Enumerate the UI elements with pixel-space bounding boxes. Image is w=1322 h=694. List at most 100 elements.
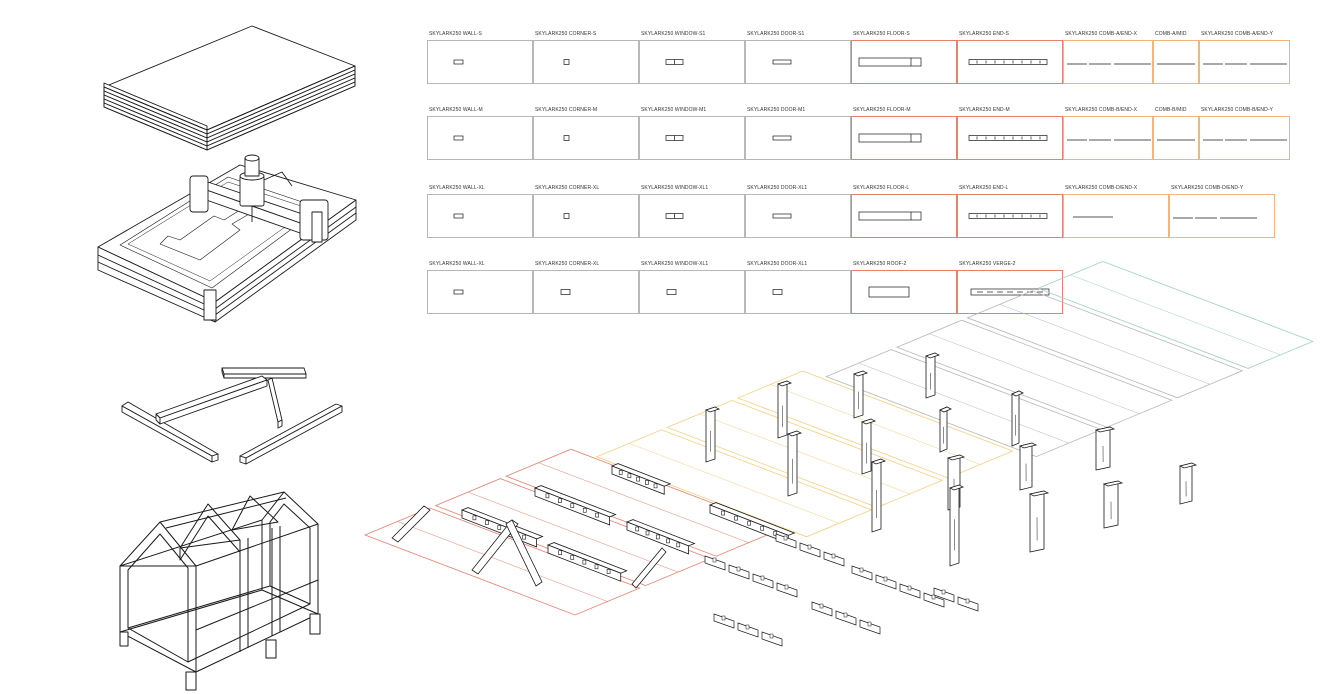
comb-part (835, 610, 857, 626)
comb-notch (941, 589, 946, 595)
catalog-cell (639, 116, 745, 160)
catalog-cell (1063, 194, 1169, 238)
comb-part (957, 596, 979, 612)
part-floor-icon (858, 211, 922, 221)
post-part (1029, 490, 1045, 553)
catalog-cell-label: SKYLARK250 WINDOW-M1 (641, 107, 707, 113)
catalog-cell (745, 194, 851, 238)
beam-notch (618, 470, 623, 475)
beam-part (460, 507, 544, 540)
comb-notch (843, 612, 848, 618)
catalog-cell (957, 270, 1063, 314)
post-part (1103, 480, 1119, 529)
catalog-cell (427, 40, 533, 84)
catalog-cell-label: SKYLARK250 FLOOR-S (853, 31, 910, 37)
beam-notch (747, 520, 751, 526)
catalog-cell-label: SKYLARK250 COMB-B/END-X (1065, 107, 1138, 113)
catalog-cell-label: SKYLARK250 WALL-M (429, 107, 483, 113)
comb-part (728, 564, 750, 580)
post-part (776, 380, 793, 387)
beam-notch (676, 542, 681, 548)
part-panel-small-icon (453, 135, 464, 141)
comb-notch (721, 615, 726, 621)
part-comb-icon (1203, 139, 1287, 141)
layout-strip-divider (467, 491, 679, 573)
illustration-column (97, 25, 357, 691)
layout-strip (505, 448, 782, 557)
beam-notch (570, 555, 575, 560)
beam-notch (645, 530, 650, 536)
comb-part (923, 592, 945, 608)
catalog-cell (851, 194, 957, 238)
post-part (870, 458, 887, 465)
layout-strip-divider (699, 413, 910, 495)
beam-part (708, 502, 796, 536)
comb-notch (784, 584, 789, 590)
comb-part (775, 533, 797, 549)
beam-notch (666, 538, 670, 544)
catalog-cell (957, 116, 1063, 160)
comb-notch (859, 567, 864, 573)
part-bar-small-icon (666, 289, 677, 295)
catalog-cell-label: SKYLARK250 COMB-B/END-Y (1201, 107, 1274, 113)
catalog-cell (1063, 40, 1153, 84)
catalog-cell (639, 40, 745, 84)
part-panel-small-icon (453, 59, 464, 65)
comb-notch (819, 603, 824, 609)
post-part (852, 370, 869, 377)
catalog-cell-label: SKYLARK250 DOOR-XL1 (747, 185, 808, 191)
post-part (1095, 426, 1111, 471)
catalog-cell-label: SKYLARK250 WALL-XL (429, 185, 485, 191)
comb-part (899, 583, 921, 599)
catalog-cell (1199, 116, 1290, 160)
beam-notch (582, 507, 587, 513)
part-bar-small-icon (560, 289, 571, 295)
beam-part (533, 485, 617, 518)
comb-part (713, 613, 735, 629)
part-block-icon (563, 59, 570, 65)
catalog-cell-label: SKYLARK250 WINDOW-S1 (641, 31, 706, 37)
comb-notch (867, 621, 872, 627)
catalog-cell-label: COMB-B/MID (1155, 107, 1187, 113)
catalog-cell-label: SKYLARK250 CORNER-XL (535, 261, 600, 267)
part-double-icon (665, 59, 684, 65)
beam-notch (558, 550, 562, 556)
catalog-cell (1063, 116, 1153, 160)
comb-part (859, 619, 881, 635)
catalog-cell-label: SKYLARK250 COMB-D/END-Y (1171, 185, 1244, 191)
comb-notch (883, 576, 888, 582)
post-part (1019, 442, 1033, 491)
beam-notch (606, 569, 611, 574)
beam-notch (485, 520, 489, 525)
rafter-part (631, 547, 667, 589)
comb-part (933, 587, 955, 603)
post-part (704, 406, 721, 413)
layout-strip-divider (538, 462, 749, 543)
catalog-cell (957, 40, 1063, 84)
beam-part (534, 487, 610, 526)
rafter-part (505, 519, 543, 587)
comb-notch (907, 585, 912, 591)
post-part (948, 484, 965, 491)
catalog-cell-label: SKYLARK250 COMB-A/END-X (1065, 31, 1138, 37)
beam-notch (509, 529, 514, 535)
cnc-router-icon (97, 154, 357, 323)
beam-notch (582, 559, 587, 565)
part-comb-icon (1067, 63, 1151, 65)
beam-notch (472, 515, 477, 521)
part-floor-icon (858, 133, 922, 143)
layout-strip-divider (628, 443, 840, 524)
comb-part (875, 574, 897, 590)
catalog-cell (851, 116, 957, 160)
post-part (1028, 490, 1050, 497)
catalog-cell (427, 194, 533, 238)
part-roof-icon (868, 286, 910, 298)
beam-part (547, 544, 622, 582)
post-part (1179, 462, 1193, 505)
catalog-cell-label: SKYLARK250 VERGE-2 (959, 261, 1016, 267)
part-double-icon (665, 135, 684, 141)
beam-notch (645, 480, 649, 485)
part-panel-small-icon (453, 289, 464, 295)
part-end-icon (968, 59, 1048, 65)
catalog-cell-label: SKYLARK250 END-M (959, 107, 1010, 113)
